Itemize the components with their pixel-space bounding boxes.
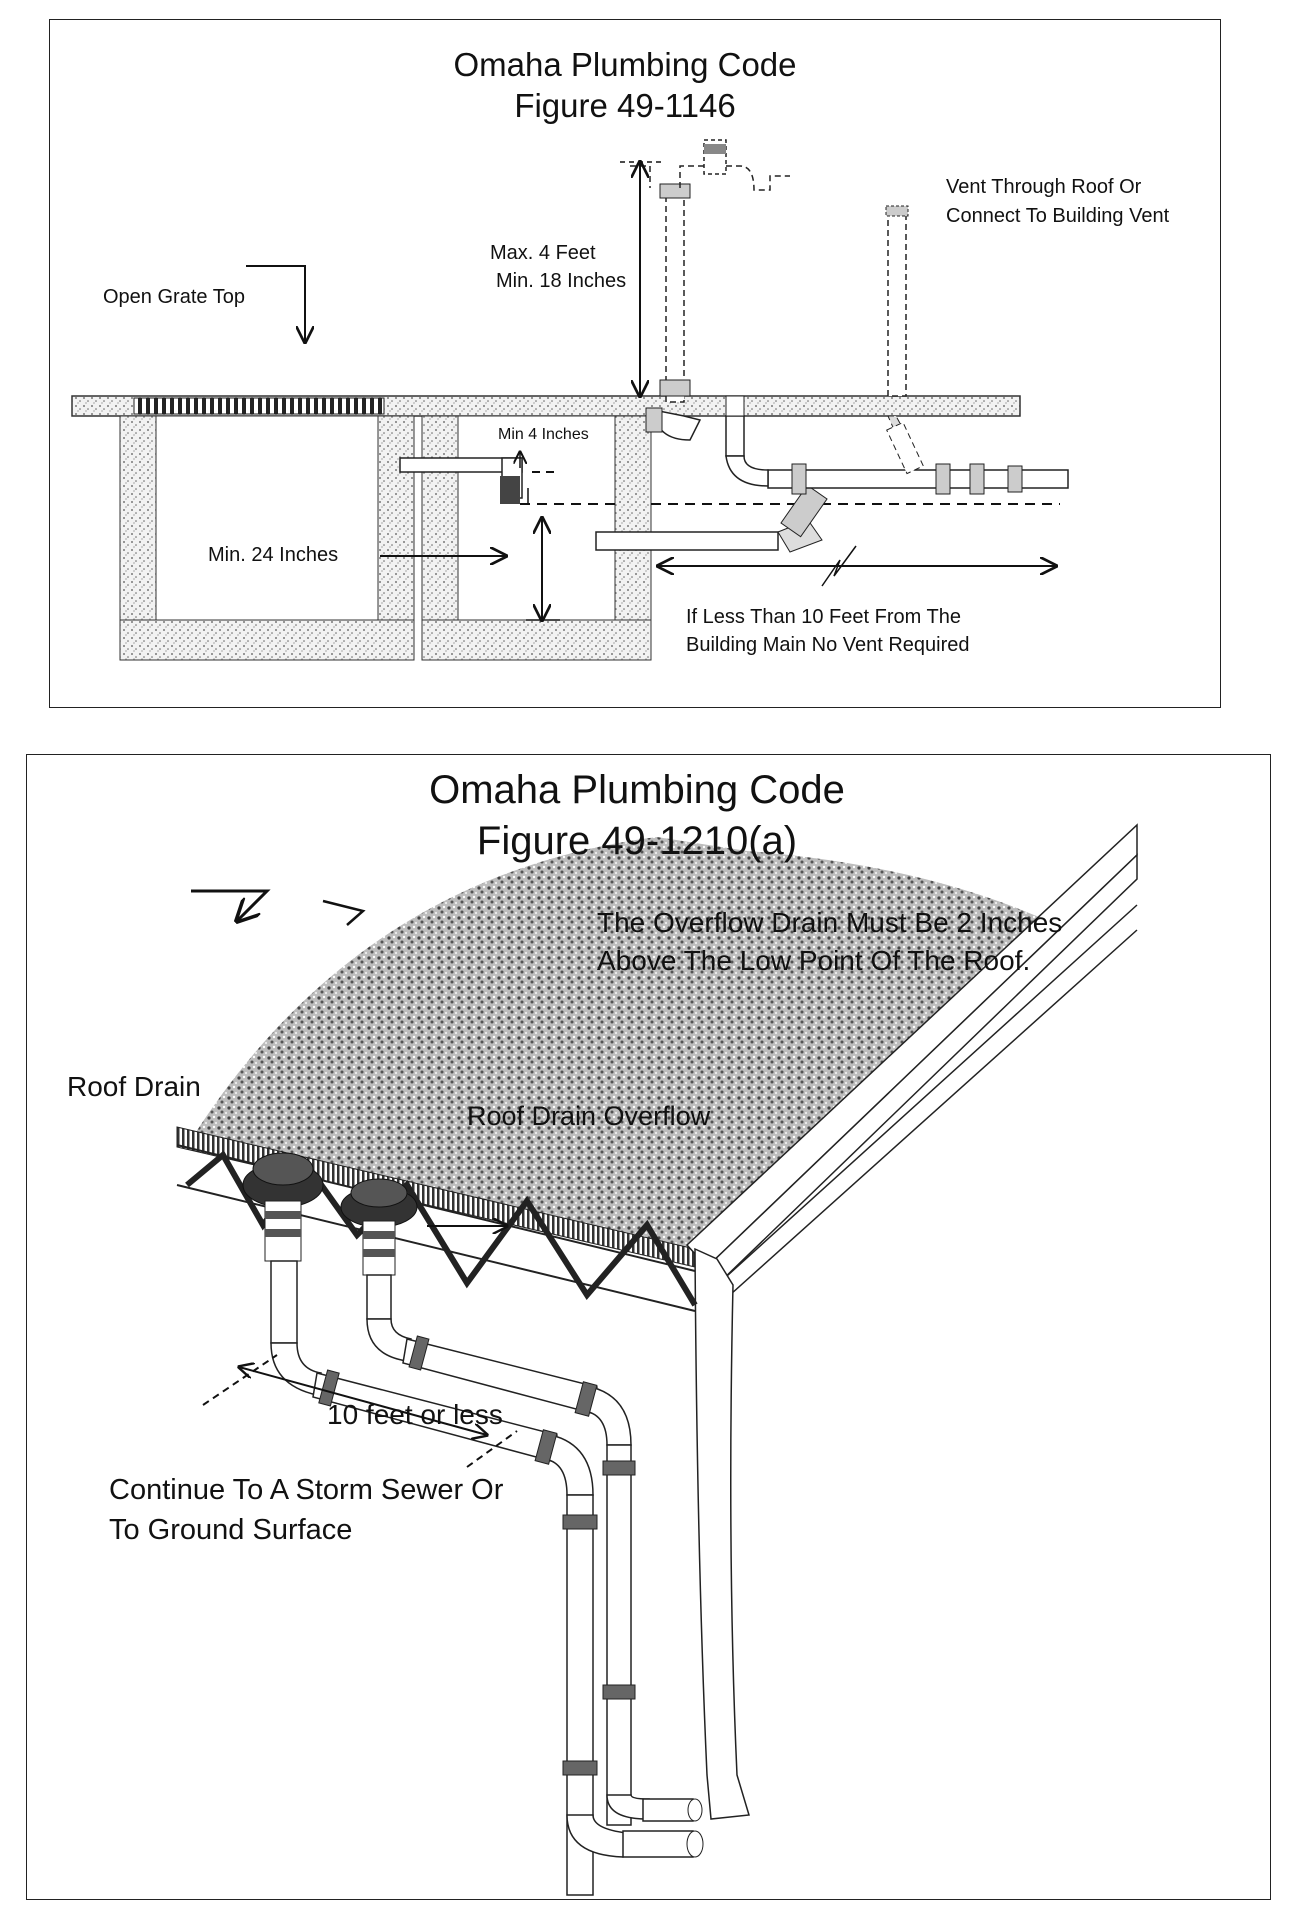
min-inches-label: Min. 18 Inches <box>496 270 627 292</box>
figure-title: Omaha Plumbing Code Figure 49-1210(a) <box>357 765 917 867</box>
figure-49-1146: Omaha Plumbing Code Figure 49-1146 Vent … <box>49 19 1221 708</box>
open-grate <box>133 397 385 415</box>
overflow-note-line2: Above The Low Point Of The Roof. <box>597 945 1031 976</box>
figure-49-1210a: Omaha Plumbing Code Figure 49-1210(a) Th… <box>26 754 1271 1900</box>
roof-drain-label: Roof Drain <box>67 1071 201 1102</box>
no-vent-label-line1: If Less Than 10 Feet From The <box>686 606 961 628</box>
continue-label-line1: Continue To A Storm Sewer Or <box>109 1474 504 1506</box>
min-24-inches-label: Min. 24 Inches <box>208 544 339 566</box>
outlet-pipe <box>595 531 779 551</box>
grease-interceptor-diagram <box>71 139 1069 661</box>
overflow-note-line1: The Overflow Drain Must Be 2 Inches <box>597 907 1063 938</box>
vent-riser <box>665 187 685 403</box>
figure-title-line1: Omaha Plumbing Code <box>429 768 845 812</box>
figure-title-line1: Omaha Plumbing Code <box>453 46 797 83</box>
building-drain <box>767 469 1069 489</box>
continue-label-line2: To Ground Surface <box>109 1514 353 1546</box>
roof-drain-diagram <box>176 790 1138 1896</box>
downspout-2 <box>606 1444 632 1826</box>
chamber-floor-a <box>119 619 415 661</box>
vent-label-line2: Connect To Building Vent <box>946 205 1170 227</box>
vent-label-line1: Vent Through Roof Or <box>946 176 1142 198</box>
max-feet-label: Max. 4 Feet <box>490 242 596 264</box>
building-wall <box>694 1247 750 1820</box>
figure-title-line2: Figure 49-1146 <box>514 87 736 125</box>
ten-feet-label: 10 feet or less <box>327 1399 503 1430</box>
chamber-mid-wall-b <box>421 415 459 661</box>
figure-title-line2: Figure 49-1210(a) <box>476 819 798 864</box>
roof-surface <box>187 837 1057 1255</box>
chamber-floor-b <box>421 619 652 661</box>
open-grate-label: Open Grate Top <box>103 286 245 308</box>
figure-title: Omaha Plumbing Code Figure 49-1146 <box>430 44 820 127</box>
min-4-inches-label: Min 4 Inches <box>498 426 589 443</box>
roof-drain-overflow-label: Roof Drain Overflow <box>467 1101 711 1131</box>
building-vent <box>887 211 907 397</box>
no-vent-label-line2: Building Main No Vent Required <box>686 634 970 656</box>
